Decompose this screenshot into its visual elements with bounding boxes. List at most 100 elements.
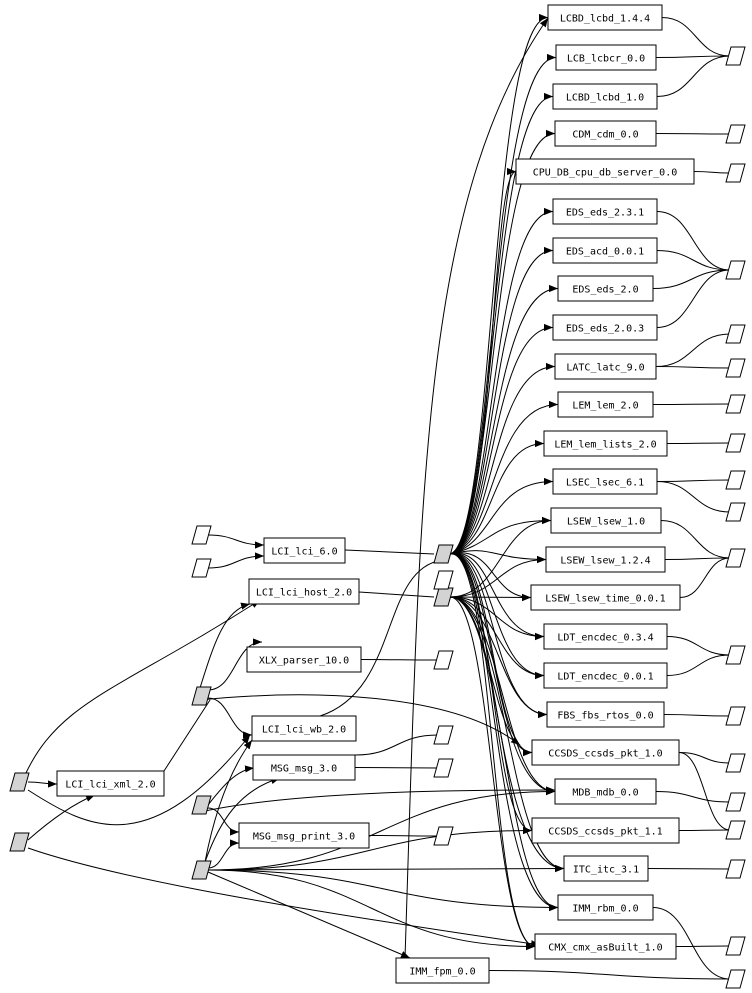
port-26-node[interactable] <box>433 570 454 590</box>
package-node-immfpm[interactable]: IMM_fpm_0.0 <box>395 957 490 984</box>
port-25-node[interactable] <box>433 826 454 846</box>
edge-hub-a-lem <box>449 400 559 555</box>
package-node-ldt034[interactable]: LDT_encdec_0.3.4 <box>543 623 668 650</box>
package-node-edsacd[interactable]: EDS_acd_0.0.1 <box>552 237 658 264</box>
hub-c-node[interactable] <box>191 686 212 706</box>
hub-b-node[interactable] <box>433 587 454 607</box>
package-node-mdb[interactable]: MDB_mdb_0.0 <box>554 778 657 805</box>
package-node-msg[interactable]: MSG_msg_3.0 <box>252 754 356 781</box>
package-node-lsew124[interactable]: LSEW_lsew_1.2.4 <box>545 546 666 573</box>
package-box <box>550 507 662 534</box>
package-node-ccsds10[interactable]: CCSDS_ccsds_pkt_1.0 <box>531 739 680 766</box>
port-10-node[interactable] <box>725 502 746 522</box>
package-node-lcbcr[interactable]: LCB_lcbcr_0.0 <box>555 44 657 71</box>
port-6-node[interactable] <box>725 358 746 378</box>
edge-hub-b-immrbm <box>449 596 559 912</box>
package-node-latc[interactable]: LATC_latc_9.0 <box>554 353 657 380</box>
package-label: EDS_eds_2.0 <box>572 285 638 296</box>
package-node-lcbd10[interactable]: LCBD_lcbd_1.0 <box>552 83 658 110</box>
port-20-node[interactable] <box>191 525 212 545</box>
package-label: MSG_msg_3.0 <box>271 764 337 775</box>
package-node-fbs[interactable]: FBS_fbs_rtos_0.0 <box>546 701 665 728</box>
edge-hub-g-msgprint <box>207 839 240 869</box>
edge-lsec-port <box>656 479 731 482</box>
port-16-node[interactable] <box>725 820 746 840</box>
package-box <box>543 662 668 689</box>
package-node-eds231[interactable]: EDS_eds_2.3.1 <box>552 198 658 225</box>
hub-e-node[interactable] <box>9 832 30 852</box>
port-21-node[interactable] <box>191 558 212 578</box>
port-15-node[interactable] <box>725 792 746 812</box>
package-node-cdm[interactable]: CDM_cdm_0.0 <box>554 120 657 147</box>
edge-latc-port <box>655 366 731 369</box>
edge-lci6-hub-a <box>344 549 435 555</box>
package-label: LSEW_lsew_1.2.4 <box>560 556 650 567</box>
hub-g-node[interactable] <box>191 860 212 880</box>
package-node-lcihost[interactable]: LCI_lci_host_2.0 <box>248 578 360 605</box>
package-node-lsewtime[interactable]: LSEW_lsew_time_0.0.1 <box>530 584 681 611</box>
package-node-lsew10[interactable]: LSEW_lsew_1.0 <box>550 507 662 534</box>
package-label: EDS_eds_2.0.3 <box>566 324 644 335</box>
package-node-lcbd144[interactable]: LCBD_lcbd_1.4.4 <box>547 4 663 31</box>
package-node-ldt001[interactable]: LDT_encdec_0.0.1 <box>543 662 668 689</box>
port-7-node[interactable] <box>725 394 746 414</box>
package-label: IMM_fpm_0.0 <box>409 967 475 978</box>
hub-a-node[interactable] <box>433 544 454 564</box>
package-node-lci6[interactable]: LCI_lci_6.0 <box>263 537 346 564</box>
port-24-node[interactable] <box>433 758 454 778</box>
package-label: MSG_msg_print_3.0 <box>253 832 355 843</box>
package-node-eds203[interactable]: EDS_eds_2.0.3 <box>552 314 658 341</box>
package-box <box>545 546 666 573</box>
edge-ccsds10-port <box>678 752 731 764</box>
package-node-ccsds11[interactable]: CCSDS_ccsds_pkt_1.1 <box>531 817 680 844</box>
port-23-node[interactable] <box>433 725 454 745</box>
port-4-node[interactable] <box>725 260 746 280</box>
package-node-xlx[interactable]: XLX_parser_10.0 <box>246 646 362 673</box>
port-1-node[interactable] <box>725 46 746 66</box>
package-box <box>543 430 668 457</box>
port-22-node[interactable] <box>433 650 454 670</box>
port-9-node[interactable] <box>725 470 746 490</box>
package-box <box>557 894 654 921</box>
port-2-node[interactable] <box>725 124 746 144</box>
port-11-node[interactable] <box>725 548 746 568</box>
port-5-node[interactable] <box>725 324 746 344</box>
edge-hub-b-lsew124 <box>449 555 547 598</box>
edge-hub-a-latc <box>449 362 556 555</box>
package-node-immrbm[interactable]: IMM_rbm_0.0 <box>557 894 654 921</box>
package-node-lsec[interactable]: LSEC_lsec_6.1 <box>552 468 658 495</box>
package-box <box>263 537 346 564</box>
package-box <box>552 314 658 341</box>
package-node-lem[interactable]: LEM_lem_2.0 <box>557 391 654 418</box>
package-node-cmx[interactable]: CMX_cmx_asBuilt_1.0 <box>534 933 677 960</box>
package-label: CCSDS_ccsds_pkt_1.0 <box>548 749 662 760</box>
package-node-lemlists[interactable]: LEM_lem_lists_2.0 <box>543 430 668 457</box>
package-node-msgprint[interactable]: MSG_msg_print_3.0 <box>238 822 370 849</box>
edge-lsew124-port <box>664 557 731 560</box>
package-box <box>56 770 165 797</box>
hub-d-node[interactable] <box>9 772 30 792</box>
package-node-cpudb[interactable]: CPU_DB_cpu_db_server_0.0 <box>515 158 695 185</box>
port-19-node[interactable] <box>725 969 746 989</box>
edge-lsew10-port <box>660 520 731 559</box>
port-8-node[interactable] <box>725 433 746 453</box>
package-node-lciwb[interactable]: LCI_lci_wb_2.0 <box>251 715 357 742</box>
edge-hub-b-lsewtime <box>449 593 532 602</box>
edge-lsec-port <box>656 481 731 513</box>
package-label: LSEW_lsew_time_0.0.1 <box>545 594 665 605</box>
port-18-node[interactable] <box>725 936 746 956</box>
port-3-node[interactable] <box>725 163 746 183</box>
edge-hub-g-msg <box>204 777 281 863</box>
port-12-node[interactable] <box>725 645 746 665</box>
port-14-node[interactable] <box>725 753 746 773</box>
package-label: LSEC_lsec_6.1 <box>566 478 644 489</box>
edge-hub-a-cdm <box>449 129 556 555</box>
hub-f-node[interactable] <box>191 795 212 815</box>
package-node-itc[interactable]: ITC_itc_3.1 <box>563 855 649 882</box>
package-node-eds20[interactable]: EDS_eds_2.0 <box>557 275 654 302</box>
package-label: CMX_cmx_asBuilt_1.0 <box>548 943 662 954</box>
port-17-node[interactable] <box>725 859 746 879</box>
package-node-lcixml[interactable]: LCI_lci_xml_2.0 <box>56 770 165 797</box>
port-13-node[interactable] <box>725 706 746 726</box>
